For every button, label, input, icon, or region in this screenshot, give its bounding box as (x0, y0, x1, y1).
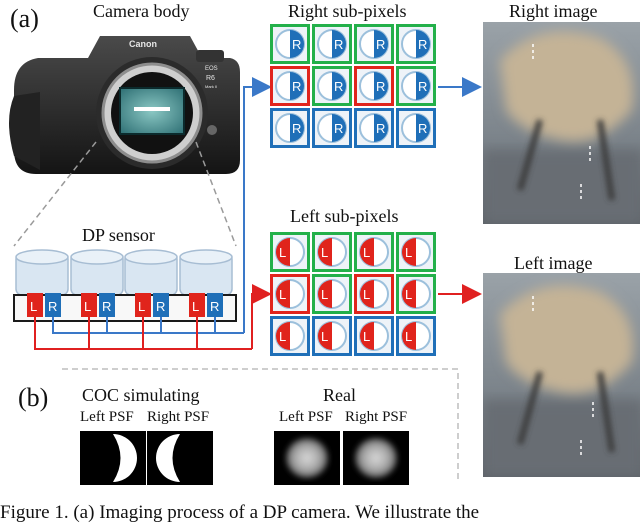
zoom-line-right (195, 141, 237, 247)
subpixel-letter: L (279, 287, 286, 302)
subpixel-letter: L (321, 245, 328, 260)
subpixel-cell: R (354, 108, 394, 148)
subpixel-cell: R (354, 66, 394, 106)
subpixel-letter: L (405, 245, 412, 260)
dp-sensor-diagram: L R L R L R L R (13, 249, 237, 322)
subpixel-letter: L (363, 245, 370, 260)
subpixel-cell: L (396, 274, 436, 314)
subpixel-cell: L (270, 316, 310, 356)
subpixel-letter: L (321, 329, 328, 344)
photodiode-pair: L R (189, 293, 223, 317)
subpixel-letter: R (334, 121, 343, 136)
subpixel-letter: L (321, 287, 328, 302)
left-subpixel-grid: L L L L L L L L L L L L (270, 232, 436, 356)
figure-caption: Figure 1. (a) Imaging process of a DP ca… (0, 502, 480, 523)
microlens (179, 249, 233, 296)
subpixel-cell: R (270, 108, 310, 148)
subpixel-letter: R (334, 79, 343, 94)
zoom-line-left (13, 141, 97, 247)
left-image (483, 273, 640, 477)
real-left-psf-image (274, 431, 340, 485)
subpixel-letter: R (418, 121, 427, 136)
subpixel-cell: L (354, 316, 394, 356)
sensor-l-letter: L (30, 299, 37, 314)
microlens (15, 249, 69, 296)
camera-body-label: Camera body (93, 1, 190, 21)
subpixel-cell: L (396, 316, 436, 356)
subpixel-letter: R (292, 79, 301, 94)
subpixel-cell: R (312, 108, 352, 148)
coc-left-psf-label: Left PSF (80, 409, 134, 425)
subpixel-letter: R (376, 79, 385, 94)
sensor-l-letter: L (138, 299, 145, 314)
sensor-r-letter: R (48, 299, 57, 314)
subpixel-cell: L (270, 232, 310, 272)
right-subpixels-label: Right sub-pixels (288, 1, 407, 21)
panel-b-separator (62, 368, 459, 482)
subpixel-letter: R (418, 37, 427, 52)
panel-b-label: (b) (18, 383, 49, 412)
subpixel-letter: R (292, 121, 301, 136)
subpixel-cell: R (354, 24, 394, 64)
subpixel-cell: L (312, 316, 352, 356)
subpixel-cell: L (312, 274, 352, 314)
subpixel-letter: R (292, 37, 301, 52)
left-subpixels-label: Left sub-pixels (290, 206, 399, 226)
real-right-psf-label: Right PSF (345, 409, 408, 425)
sensor-r-letter: R (210, 299, 219, 314)
dp-sensor-label: DP sensor (82, 225, 155, 245)
subpixel-cell: R (312, 24, 352, 64)
subpixel-letter: L (405, 329, 412, 344)
camera-model-line2: R6 (206, 75, 215, 82)
sensor-l-letter: L (84, 299, 91, 314)
right-signal-wires (52, 77, 272, 334)
camera-model-line3: Mark II (205, 84, 217, 89)
subpixel-letter: R (376, 121, 385, 136)
photodiode-pair: L R (135, 293, 169, 317)
coc-left-psf-image (80, 431, 146, 485)
subpixel-letter: L (363, 329, 370, 344)
right-subpixel-grid: R R R R R R R R R R R R (270, 24, 436, 148)
subpixel-letter: L (279, 329, 286, 344)
real-right-psf-image (343, 431, 409, 485)
camera-model-line1: EOS (205, 66, 218, 72)
right-image-label: Right image (509, 1, 598, 21)
camera-brand-text: Canon (129, 39, 157, 49)
coc-simulating-label: COC simulating (82, 385, 200, 405)
subpixel-cell: R (396, 24, 436, 64)
microlens (70, 249, 124, 296)
subpixel-letter: L (363, 287, 370, 302)
panel-a-label: (a) (10, 4, 39, 33)
subpixel-letter: L (405, 287, 412, 302)
photodiode-pair: L R (27, 293, 61, 317)
microlens (124, 249, 178, 296)
subpixel-cell: R (312, 66, 352, 106)
subpixel-cell: L (396, 232, 436, 272)
sensor-r-letter: R (156, 299, 165, 314)
sensor-l-letter: L (192, 299, 199, 314)
coc-right-psf-label: Right PSF (147, 409, 210, 425)
photodiode-pair: L R (81, 293, 115, 317)
subpixel-cell: L (354, 232, 394, 272)
subpixel-letter: R (376, 37, 385, 52)
subpixel-cell: R (396, 66, 436, 106)
subpixel-cell: R (396, 108, 436, 148)
right-image (483, 22, 640, 224)
sensor-r-letter: R (102, 299, 111, 314)
subpixel-cell: L (312, 232, 352, 272)
coc-right-psf-image (147, 431, 213, 485)
subpixel-letter: L (279, 245, 286, 260)
real-label: Real (323, 385, 356, 405)
left-signal-wires (34, 284, 272, 350)
real-left-psf-label: Left PSF (279, 409, 333, 425)
subpixel-letter: R (334, 37, 343, 52)
camera-body-image: Canon EOS R6 Mark II (9, 36, 240, 174)
left-image-label: Left image (514, 253, 593, 273)
subpixel-cell: R (270, 66, 310, 106)
subpixel-cell: L (270, 274, 310, 314)
subpixel-letter: R (418, 79, 427, 94)
subpixel-cell: R (270, 24, 310, 64)
subpixel-cell: L (354, 274, 394, 314)
